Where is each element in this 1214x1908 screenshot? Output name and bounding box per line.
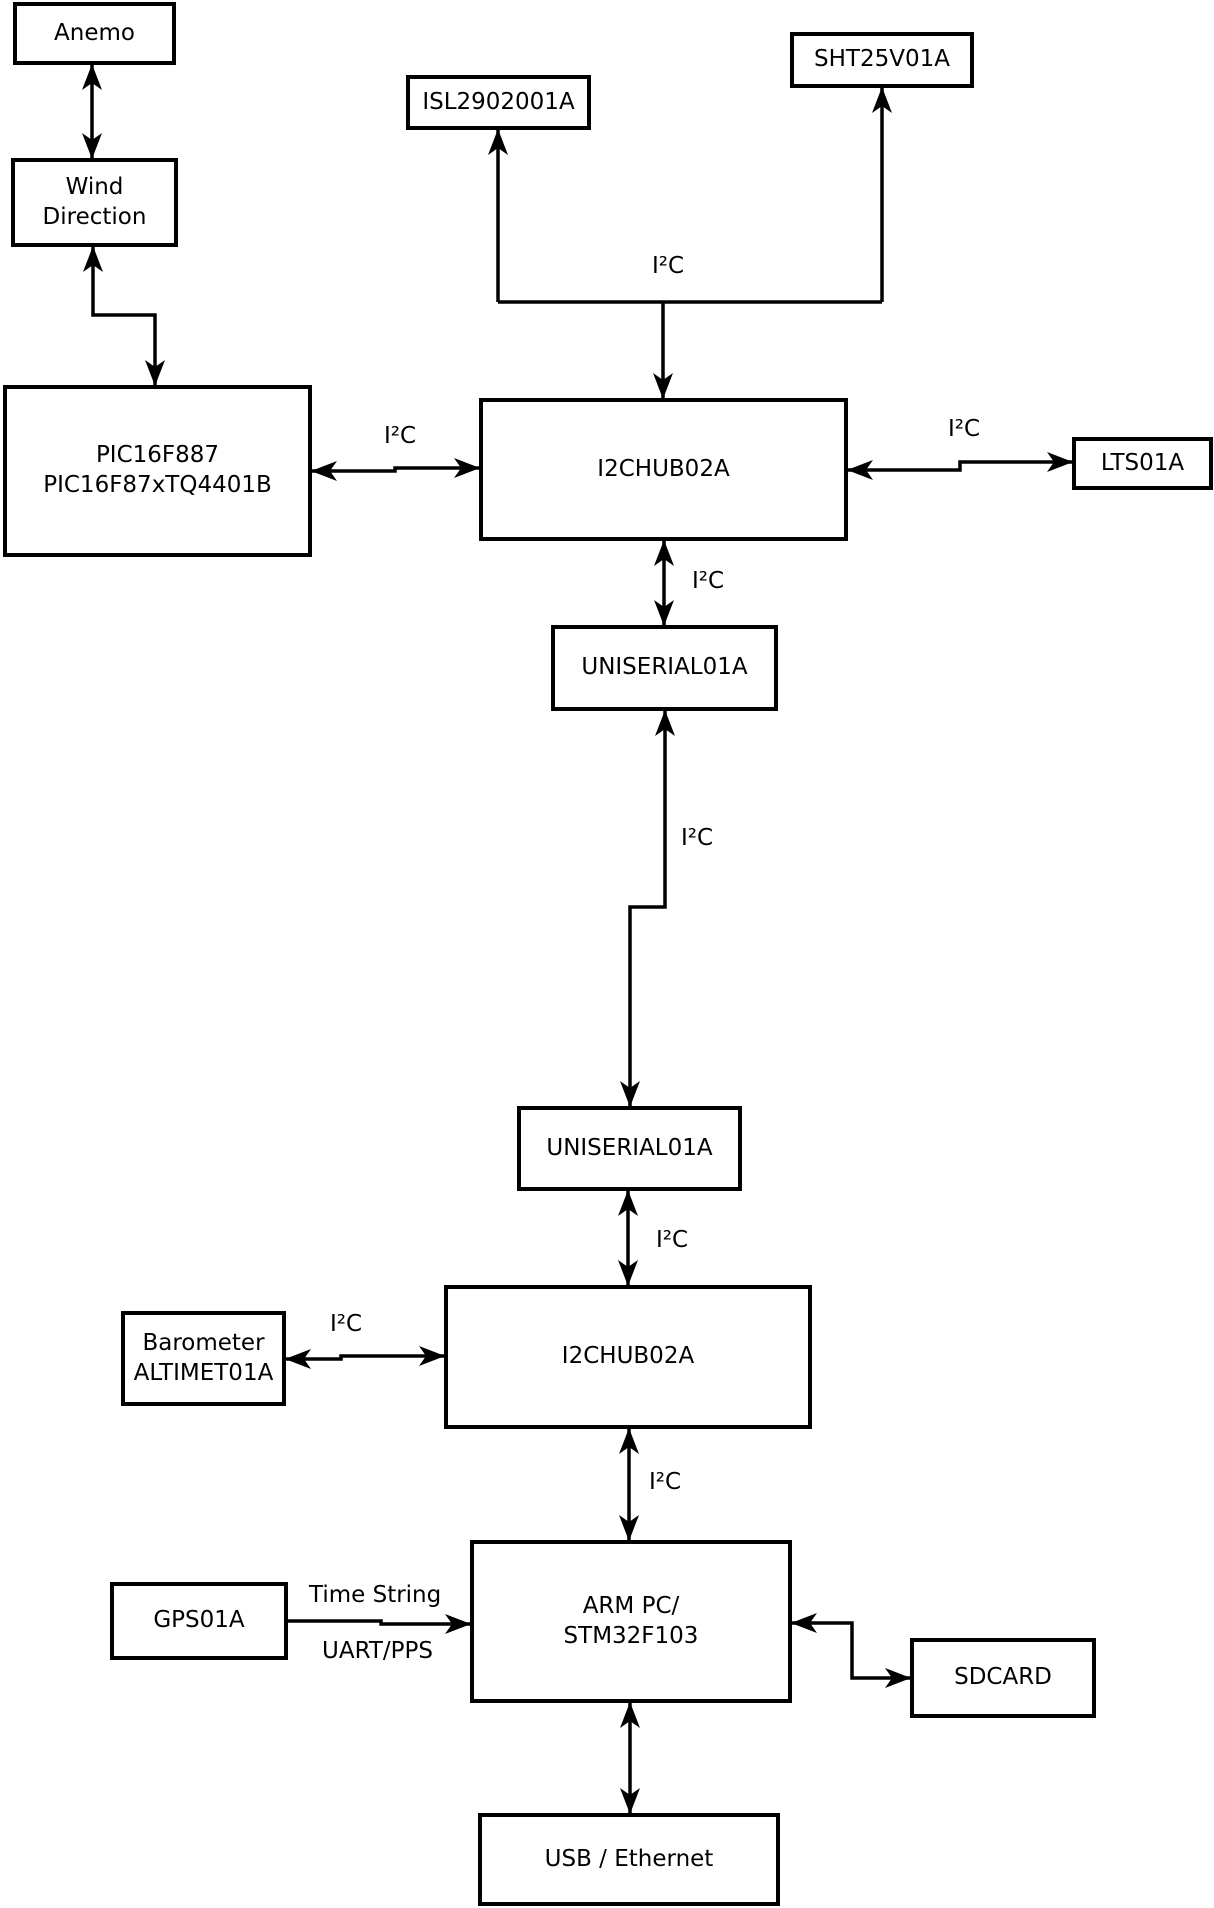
node-pic16f887-label: PIC16F887 PIC16F87xTQ4401B (43, 442, 272, 498)
edge-label-time-string: Time String (309, 1582, 442, 1608)
node-anemo-label: Anemo (54, 19, 135, 46)
node-isl2902001a-label: ISL2902001A (422, 88, 575, 115)
node-pic16f887: PIC16F887 PIC16F87xTQ4401B (3, 385, 312, 557)
edge-label-i2c-hub-uniserial: I²C (692, 568, 725, 594)
edge-label-i2c-sensor-bus: I²C (652, 253, 685, 279)
edge-barometer-i2chub02a-bottom (285, 1346, 445, 1369)
edge-wind-direction-pic16f887 (83, 246, 165, 386)
node-gps01a-label: GPS01A (153, 1607, 245, 1634)
edge-arm-pc-sdcard (791, 1613, 911, 1688)
edge-label-i2c-hub2-arm: I²C (649, 1469, 682, 1495)
edge-label-i2c-hub-lts: I²C (948, 416, 981, 442)
node-uniserial01a-upper: UNISERIAL01A (551, 625, 778, 711)
node-sht25v01a: SHT25V01A (790, 32, 974, 88)
node-isl2902001a: ISL2902001A (406, 75, 591, 130)
node-sdcard-label: SDCARD (954, 1664, 1052, 1691)
node-lts01a: LTS01A (1072, 437, 1213, 490)
node-usb-ethernet-label: USB / Ethernet (544, 1845, 714, 1872)
node-arm-pc-stm32f103: ARM PC/ STM32F103 (470, 1540, 792, 1703)
node-sdcard: SDCARD (910, 1638, 1096, 1718)
edge-label-uart-pps: UART/PPS (322, 1638, 434, 1664)
edge-label-i2c-uniserial-link: I²C (681, 825, 714, 851)
edge-label-i2c-pic-hub: I²C (384, 423, 417, 449)
node-arm-pc-stm32f103-label: ARM PC/ STM32F103 (563, 1592, 699, 1649)
node-uniserial01a-lower: UNISERIAL01A (517, 1106, 742, 1191)
node-i2chub02a-top-label: I2CHUB02A (597, 455, 730, 482)
edge-i2chub02a-lts01a (847, 452, 1073, 480)
node-barometer-altimet01a: Barometer ALTIMET01A (121, 1311, 286, 1406)
node-usb-ethernet: USB / Ethernet (478, 1813, 780, 1906)
node-uniserial01a-upper-label: UNISERIAL01A (581, 654, 748, 681)
node-uniserial01a-lower-label: UNISERIAL01A (546, 1134, 713, 1161)
edge-gps01a-arm-pc (288, 1614, 471, 1634)
node-i2chub02a-bottom: I2CHUB02A (444, 1285, 812, 1429)
node-barometer-altimet01a-label: Barometer ALTIMET01A (133, 1329, 274, 1386)
edge-label-i2c-uniserial-hub2: I²C (656, 1227, 689, 1253)
node-gps01a: GPS01A (110, 1582, 288, 1660)
node-sht25v01a-label: SHT25V01A (814, 46, 950, 73)
edge-pic16f887-i2chub02a (311, 458, 480, 481)
node-i2chub02a-top: I2CHUB02A (479, 398, 848, 541)
edge-uniserial-upper-uniserial-lower (620, 710, 675, 1107)
node-lts01a-label: LTS01A (1100, 449, 1185, 476)
node-i2chub02a-bottom-label: I2CHUB02A (561, 1343, 695, 1370)
node-anemo: Anemo (13, 2, 176, 65)
edge-label-i2c-barometer-hub2: I²C (330, 1311, 363, 1337)
node-wind-direction-label: Wind Direction (42, 173, 147, 230)
node-wind-direction: Wind Direction (11, 158, 178, 247)
